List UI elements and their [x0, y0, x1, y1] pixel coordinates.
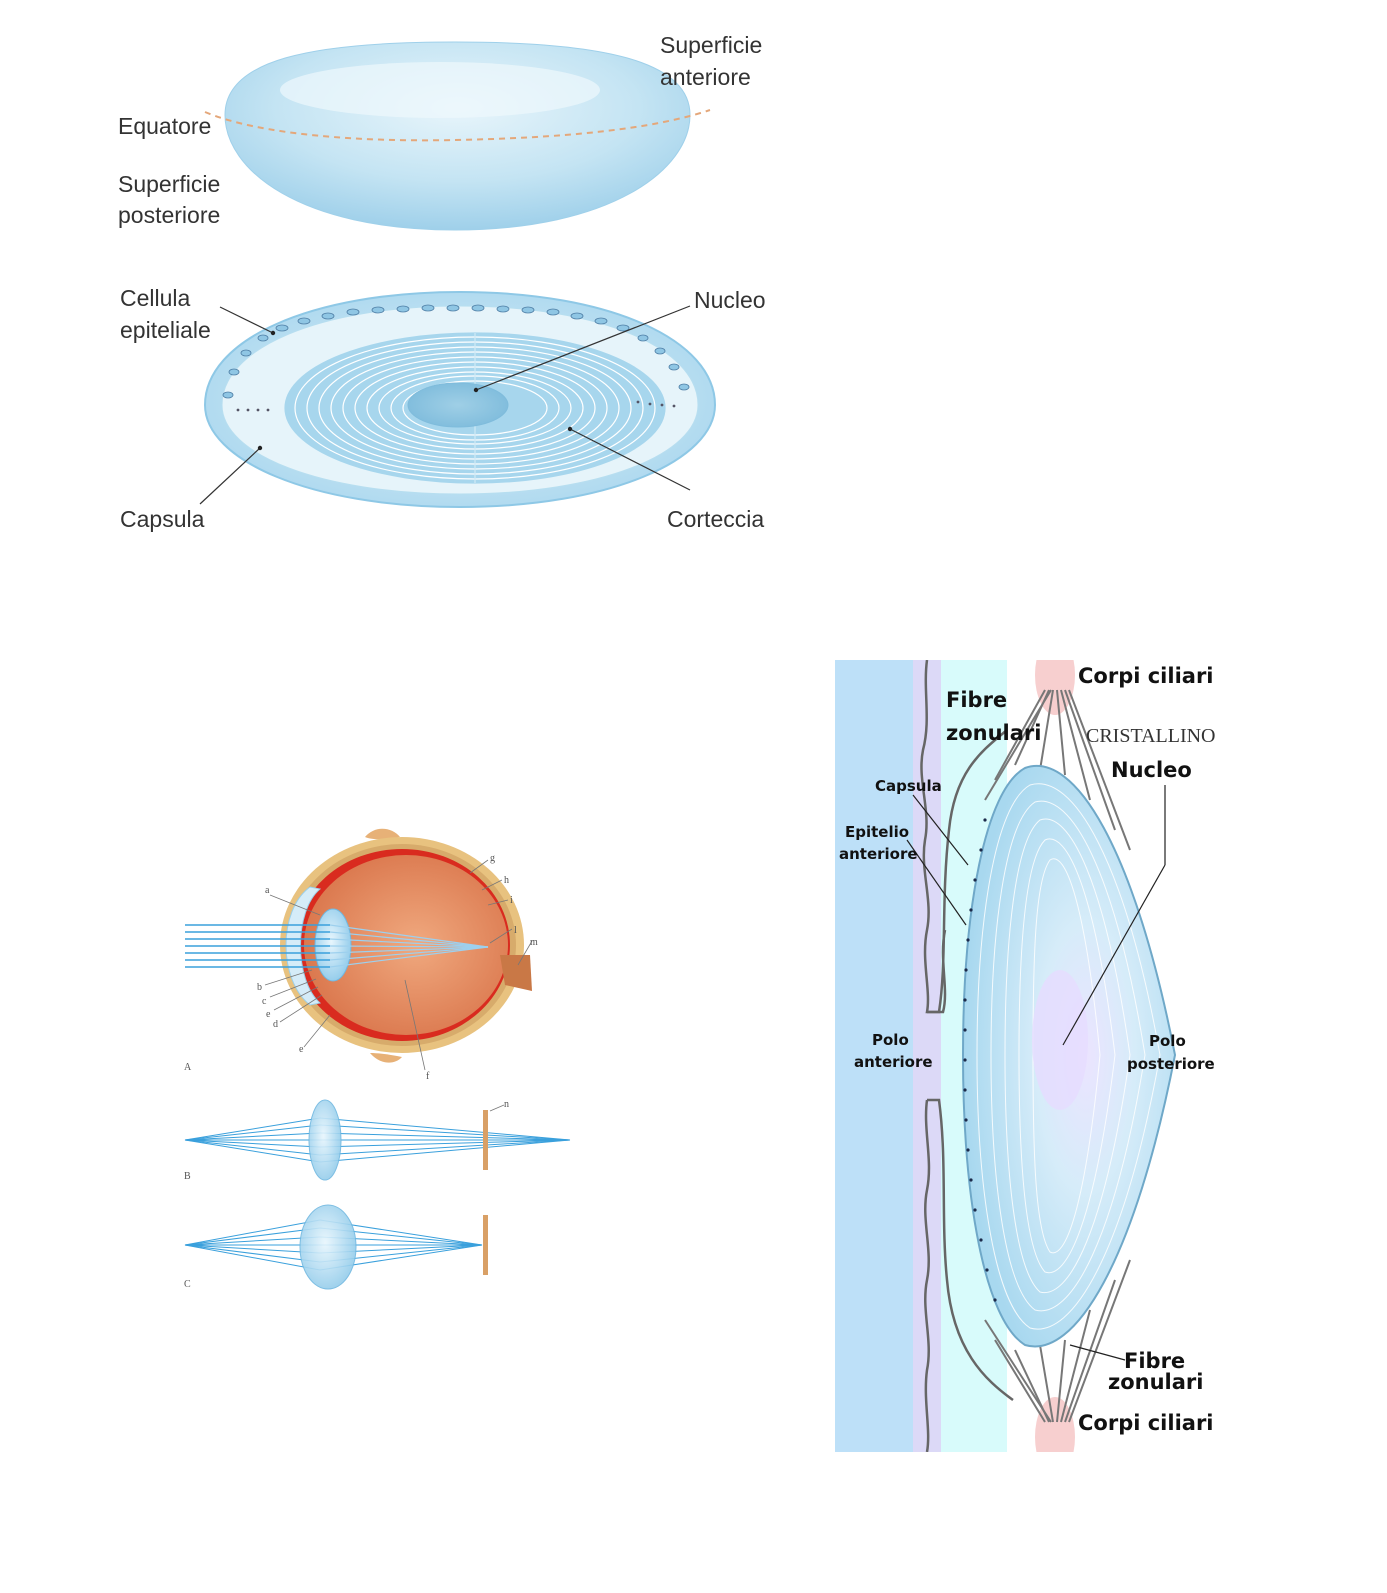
- label-cristallino: CRISTALLINO: [1086, 725, 1216, 747]
- label-polo-posteriore-2: posteriore: [1127, 1055, 1215, 1073]
- label-superficie-posteriore-2: posteriore: [118, 202, 220, 228]
- eye-letter-i: i: [510, 895, 513, 906]
- label-cellula-epiteliale-2: epiteliale: [120, 317, 211, 343]
- eye-letter-l: l: [514, 925, 517, 936]
- eye-letter-n: n: [504, 1099, 509, 1110]
- epithelium-dots: [963, 818, 997, 1302]
- lens-anatomy-panel: Superficie anteriore Equatore Superficie…: [110, 20, 780, 560]
- zonular-fibers-top: [984, 689, 1131, 851]
- eye-letter-b: b: [257, 982, 262, 993]
- crystalline-lens: [961, 765, 1177, 1348]
- label-epitelio-anteriore-1: Epitelio: [845, 823, 909, 841]
- label-superficie-posteriore-1: Superficie: [118, 171, 220, 197]
- lens-cross-section: [199, 290, 717, 509]
- eye-letter-h: h: [504, 875, 509, 886]
- label-fibre-zonulari-top-1: Fibre: [946, 688, 1007, 712]
- lens-3d-highlight: [280, 62, 600, 118]
- label-superficie-anteriore-2: anteriore: [660, 64, 751, 90]
- incoming-rays: [185, 924, 330, 968]
- eye-accommodation-panel: a b c e d e f g h i l m A: [170, 815, 590, 1305]
- ciliary-body-bottom: [1035, 1397, 1075, 1452]
- iris-fold-top: [927, 729, 1008, 1014]
- lens-c: [299, 1204, 357, 1290]
- dotted-fibers: [236, 400, 676, 412]
- eye-letter-c: c: [262, 996, 267, 1007]
- label-corpi-ciliari-bottom: Corpi ciliari: [1078, 1411, 1214, 1435]
- rays-b: [184, 1117, 571, 1163]
- accommodation-c: C: [184, 1204, 488, 1290]
- optic-nerve: [500, 955, 532, 991]
- panel-label-a: A: [184, 1062, 192, 1073]
- iris-edge-line: [920, 660, 947, 1452]
- label-polo-anteriore-2: anteriore: [854, 1053, 933, 1071]
- crystalline-detail-svg: Corpi ciliari Fibre zonulari CRISTALLINO…: [835, 660, 1216, 1452]
- focused-rays: [329, 924, 489, 968]
- eye-diagram: a b c e d e f g h i l m A: [184, 828, 538, 1082]
- label-corteccia: Corteccia: [667, 506, 764, 532]
- equator-dashed-line: [204, 109, 711, 142]
- label-polo-anteriore-1: Polo: [872, 1031, 909, 1049]
- screen-b: [483, 1110, 488, 1170]
- crystalline-detail-panel: Corpi ciliari Fibre zonulari CRISTALLINO…: [835, 660, 1225, 1452]
- lens-3d: [204, 41, 711, 231]
- label-nucleo-section: Nucleo: [694, 287, 766, 313]
- eyelid-top: [365, 828, 400, 840]
- label-fibre-zonulari-bottom-1: Fibre: [1124, 1349, 1185, 1373]
- label-nucleo-crystalline: Nucleo: [1111, 758, 1192, 782]
- vitreous-body: [304, 855, 508, 1035]
- lens-b: [308, 1099, 342, 1181]
- label-superficie-anteriore-1: Superficie: [660, 32, 762, 58]
- panel-label-b: B: [184, 1171, 191, 1182]
- label-fibre-zonulari-bottom-2: zonulari: [1108, 1370, 1203, 1394]
- eye-letter-e1: e: [266, 1009, 271, 1020]
- lens-fiber-rings: [976, 783, 1161, 1330]
- nucleus-shape: [407, 382, 509, 428]
- eye-letter-g: g: [490, 853, 495, 864]
- epithelial-cells: [222, 304, 690, 399]
- lens-anatomy-svg: Superficie anteriore Equatore Superficie…: [118, 32, 766, 532]
- label-fibre-zonulari-top-2: zonulari: [946, 721, 1041, 745]
- aqueous-chamber: [835, 660, 913, 1452]
- zonular-fibers-bottom: [984, 1259, 1131, 1423]
- label-capsula-section: Capsula: [120, 506, 205, 532]
- eye-letter-f: f: [426, 1071, 430, 1082]
- eye-leader-lines: [264, 859, 533, 1071]
- eye-letter-e2: e: [299, 1044, 304, 1055]
- crystalline-leader-lines: [906, 785, 1166, 1361]
- accommodation-b: n B: [184, 1099, 571, 1182]
- eye-lens: [314, 908, 352, 982]
- label-corpi-ciliari-top: Corpi ciliari: [1078, 664, 1214, 688]
- eye-letter-d: d: [273, 1019, 278, 1030]
- eye-accommodation-svg: a b c e d e f g h i l m A: [184, 828, 571, 1290]
- eye-letter-m: m: [530, 937, 538, 948]
- panel-label-c: C: [184, 1279, 191, 1290]
- eyelid-bottom: [370, 1053, 402, 1063]
- label-polo-posteriore-1: Polo: [1149, 1032, 1186, 1050]
- eye-letter-a: a: [265, 885, 270, 896]
- leader-lines-section: [199, 305, 691, 505]
- screen-c: [483, 1215, 488, 1275]
- label-epitelio-anteriore-2: anteriore: [839, 845, 918, 863]
- label-cellula-epiteliale-1: Cellula: [120, 285, 191, 311]
- iris-fold-bottom: [927, 1098, 1014, 1402]
- label-capsula-crystalline: Capsula: [875, 777, 942, 795]
- label-equatore: Equatore: [118, 113, 211, 139]
- leader-dots-section: [257, 330, 573, 451]
- crystalline-nucleus: [1032, 970, 1088, 1110]
